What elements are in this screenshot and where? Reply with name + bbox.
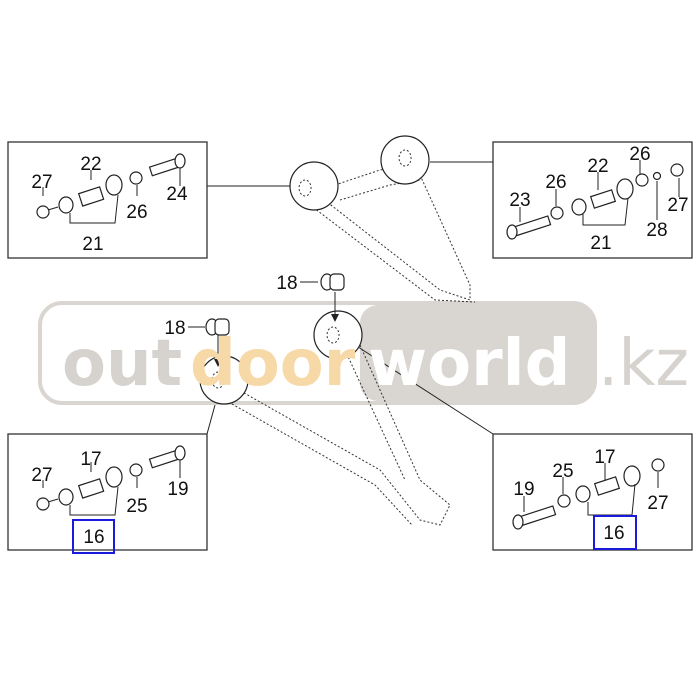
upper-rear-pivot-circle	[380, 135, 430, 185]
highlight-box-16	[593, 515, 637, 550]
lower-rear-pivot-circle	[313, 310, 363, 360]
upper-front-pivot-circle	[289, 161, 339, 211]
label-17: 17	[80, 449, 101, 470]
label-22: 22	[80, 154, 101, 175]
detail-top-left: 27 22 24 26 21	[7, 141, 208, 259]
watermark-suffix: .kz	[598, 327, 689, 401]
label-26: 26	[545, 172, 566, 193]
label-21: 21	[82, 234, 103, 255]
label-25: 25	[126, 496, 147, 517]
detail-bottom-left: 27 17 19 25 16	[7, 433, 208, 554]
label-16: 16	[83, 527, 104, 548]
highlight-box-16	[72, 519, 115, 554]
label-16: 16	[603, 523, 624, 544]
label-22: 22	[587, 156, 608, 177]
label-26: 26	[629, 144, 650, 165]
watermark-world: world	[368, 327, 570, 401]
label-17: 17	[594, 447, 615, 468]
watermark: out door world .kz	[62, 327, 689, 401]
label-19: 19	[513, 479, 534, 500]
watermark-door: door	[190, 327, 356, 401]
upper-a-arm	[207, 135, 493, 303]
label-23: 23	[509, 190, 530, 211]
label-26: 26	[126, 202, 147, 223]
label-24: 24	[166, 184, 188, 205]
callout-18-lower: 18	[164, 318, 185, 339]
lower-a-arm: 18 18	[164, 273, 494, 526]
label-25: 25	[552, 461, 573, 482]
detail-top-right: 23 26 22 26 27 28 21	[492, 141, 693, 259]
callout-18-upper: 18	[276, 273, 297, 294]
label-27: 27	[667, 195, 688, 216]
watermark-out: out	[62, 327, 182, 401]
label-21: 21	[590, 233, 611, 254]
label-19: 19	[167, 479, 188, 500]
detail-bottom-right: 19 25 17 27 16	[492, 433, 693, 551]
watermark-background	[38, 301, 597, 405]
fastener-stack	[36, 153, 186, 219]
label-27: 27	[647, 493, 668, 514]
label-27: 27	[31, 465, 52, 486]
label-28: 28	[646, 220, 667, 241]
label-27: 27	[31, 172, 52, 193]
